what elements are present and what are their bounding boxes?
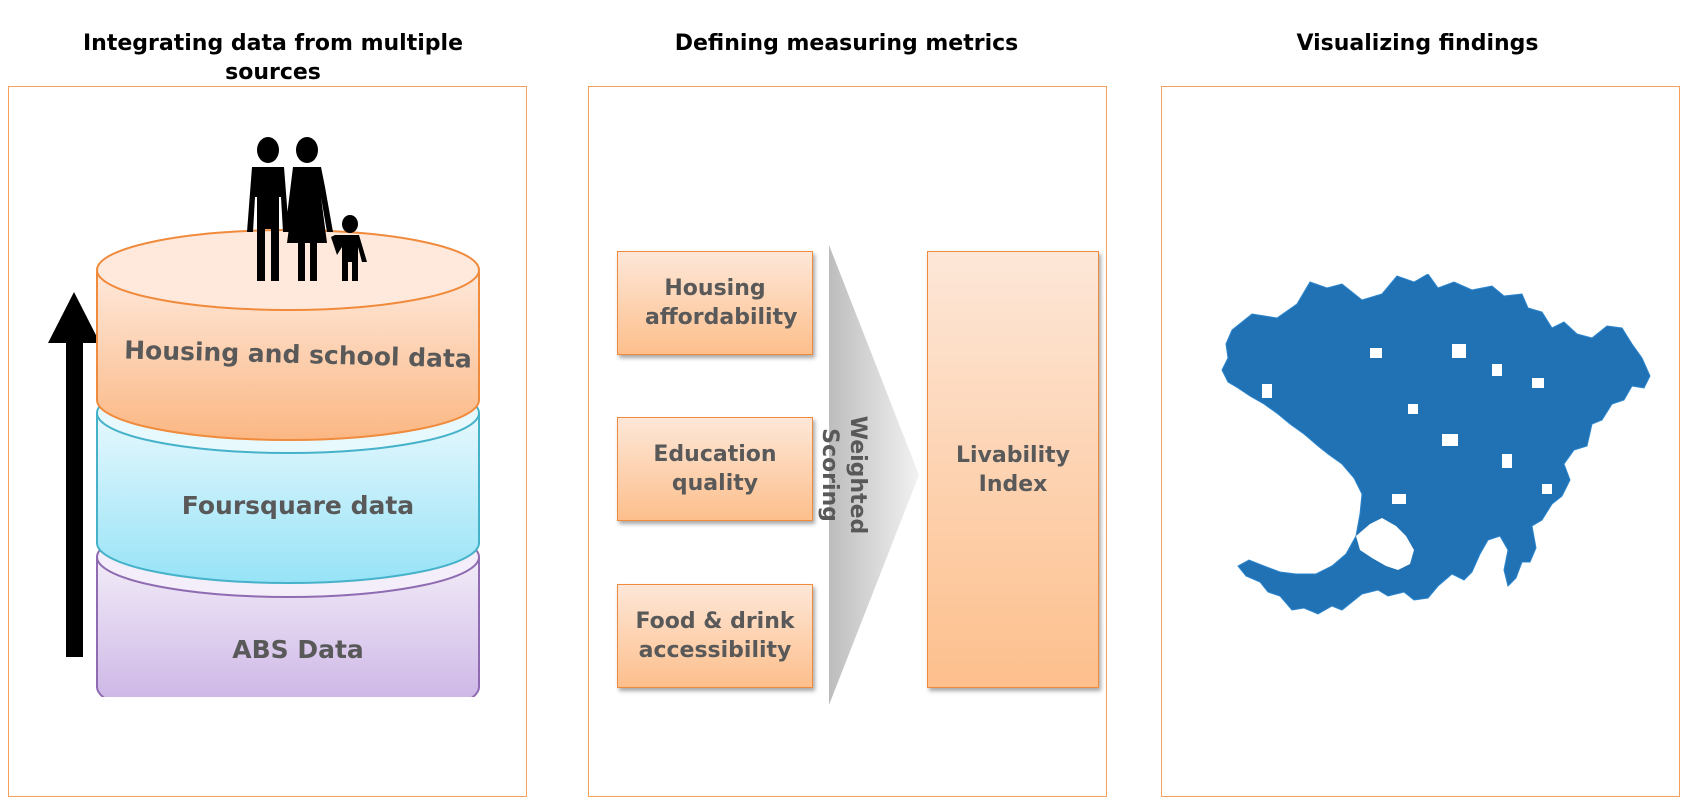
panel-title-metrics: Defining measuring metrics bbox=[674, 31, 1019, 56]
visualizing-panel bbox=[1161, 86, 1680, 797]
layer-label-abs: ABS Data bbox=[232, 635, 364, 664]
metric-food-drink-accessibility-label: Food & drink accessibility bbox=[635, 609, 795, 663]
livability-index-box: Livability Index bbox=[927, 251, 1099, 688]
metric-housing-affordability: Housing affordability bbox=[617, 251, 813, 355]
weighted-scoring-label: Weighted Scoring bbox=[817, 415, 870, 535]
metric-food-drink-accessibility: Food & drink accessibility bbox=[617, 584, 813, 688]
layer-label-foursquare: Foursquare data bbox=[181, 491, 415, 520]
integrating-panel: Housing and school data Foursquare data … bbox=[8, 86, 527, 797]
metric-education-quality: Education quality bbox=[617, 417, 813, 521]
database-stack bbox=[96, 229, 480, 697]
metric-housing-affordability-label: Housing affordability bbox=[645, 276, 798, 330]
metric-education-quality-label: Education quality bbox=[653, 442, 777, 496]
suburb-map-icon bbox=[1221, 274, 1651, 615]
panel-title-integrating: Integrating data from multiple sources bbox=[83, 31, 463, 85]
metrics-panel: Housing affordability Education quality … bbox=[588, 86, 1107, 797]
family-icon bbox=[247, 137, 367, 281]
panel-title-visualizing: Visualizing findings bbox=[1296, 31, 1539, 56]
up-arrow-icon bbox=[48, 292, 100, 657]
livability-index-label: Livability Index bbox=[956, 442, 1070, 497]
weighted-scoring-arrow bbox=[829, 245, 919, 705]
